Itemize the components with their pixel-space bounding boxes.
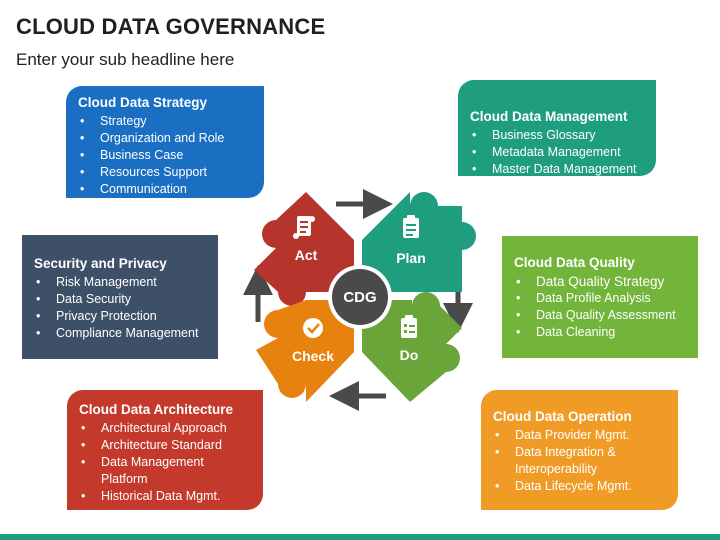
- list-item: Data Profile Analysis: [514, 290, 688, 307]
- box-title: Cloud Data Quality: [514, 255, 635, 270]
- list-item: Historical Data Mgmt.: [79, 488, 253, 505]
- cloud-data-strategy-box: Cloud Data Strategy Strategy Organizatio…: [66, 86, 264, 198]
- list-item: Data Quality Strategy: [514, 273, 688, 290]
- list-item: Data Security: [34, 291, 208, 308]
- plan-shape: [362, 192, 476, 292]
- page-subtitle: Enter your sub headline here: [16, 50, 235, 69]
- check-petal: Check: [256, 300, 354, 402]
- page-title: CLOUD DATA GOVERNANCE: [16, 14, 326, 39]
- list-item: Master Data Management: [470, 161, 646, 178]
- cloud-data-architecture-box: Cloud Data Architecture Architectural Ap…: [67, 390, 263, 510]
- list-item: Risk Management: [34, 274, 208, 291]
- architecture-list: Architectural Approach Architecture Stan…: [79, 420, 253, 505]
- check-shape: [256, 300, 354, 402]
- list-item: Compliance Management: [34, 325, 208, 342]
- list-item: Business Glossary: [470, 127, 646, 144]
- list-item: Resources Support: [78, 164, 254, 181]
- list-item: Data Quality Assessment: [514, 307, 688, 324]
- scroll-icon: [293, 216, 315, 239]
- cloud-data-management-box: Cloud Data Management Business Glossary …: [458, 80, 656, 178]
- management-list: Business Glossary Metadata Management Ma…: [470, 127, 646, 178]
- plan-petal: Plan: [362, 192, 476, 292]
- security-list: Risk Management Data Security Privacy Pr…: [34, 274, 208, 342]
- box-title: Cloud Data Operation: [493, 409, 632, 424]
- operation-list: Data Provider Mgmt. Data Integration & I…: [493, 427, 668, 495]
- center-circle: [332, 269, 388, 325]
- quality-list: Data Quality Strategy Data Profile Analy…: [514, 273, 688, 341]
- do-shape: [362, 292, 462, 402]
- list-item: Communication: [78, 181, 254, 198]
- list-item: Data Integration & Interoperability: [493, 444, 668, 478]
- cloud-data-quality-box: Cloud Data Quality Data Quality Strategy…: [502, 236, 698, 358]
- list-item: Data Provider Mgmt.: [493, 427, 668, 444]
- box-title: Cloud Data Management: [470, 109, 628, 124]
- act-petal: Act: [254, 192, 354, 306]
- box-title: Cloud Data Architecture: [79, 402, 234, 417]
- cloud-data-operation-box: Cloud Data Operation Data Provider Mgmt.…: [481, 390, 678, 510]
- footer-bar: [0, 534, 720, 540]
- act-label: Act: [295, 247, 318, 263]
- box-title: Security and Privacy: [34, 256, 167, 271]
- do-petal: Do: [362, 292, 462, 402]
- list-item: Data Lifecycle Mgmt.: [493, 478, 668, 495]
- strategy-list: Strategy Organization and Role Business …: [78, 113, 254, 198]
- checkmark-circle-icon: [303, 318, 323, 338]
- act-shape: [254, 192, 354, 306]
- list-item: Architectural Approach: [79, 420, 253, 437]
- list-item: Strategy: [78, 113, 254, 130]
- clipboard-icon: [403, 215, 419, 238]
- do-label: Do: [400, 347, 419, 363]
- check-label: Check: [292, 348, 334, 364]
- list-item: Data Cleaning: [514, 324, 688, 341]
- center-node: CDG: [328, 265, 392, 329]
- box-title: Cloud Data Strategy: [78, 95, 208, 110]
- plan-label: Plan: [396, 250, 426, 266]
- list-item: Architecture Standard: [79, 437, 253, 454]
- checklist-icon: [401, 315, 417, 338]
- list-item: Metadata Management: [470, 144, 646, 161]
- list-item: Organization and Role: [78, 130, 254, 147]
- list-item: Business Case: [78, 147, 254, 164]
- list-item: Privacy Protection: [34, 308, 208, 325]
- list-item: Data Management Platform: [79, 454, 253, 488]
- security-and-privacy-box: Security and Privacy Risk Management Dat…: [22, 235, 218, 359]
- center-label: CDG: [343, 289, 376, 306]
